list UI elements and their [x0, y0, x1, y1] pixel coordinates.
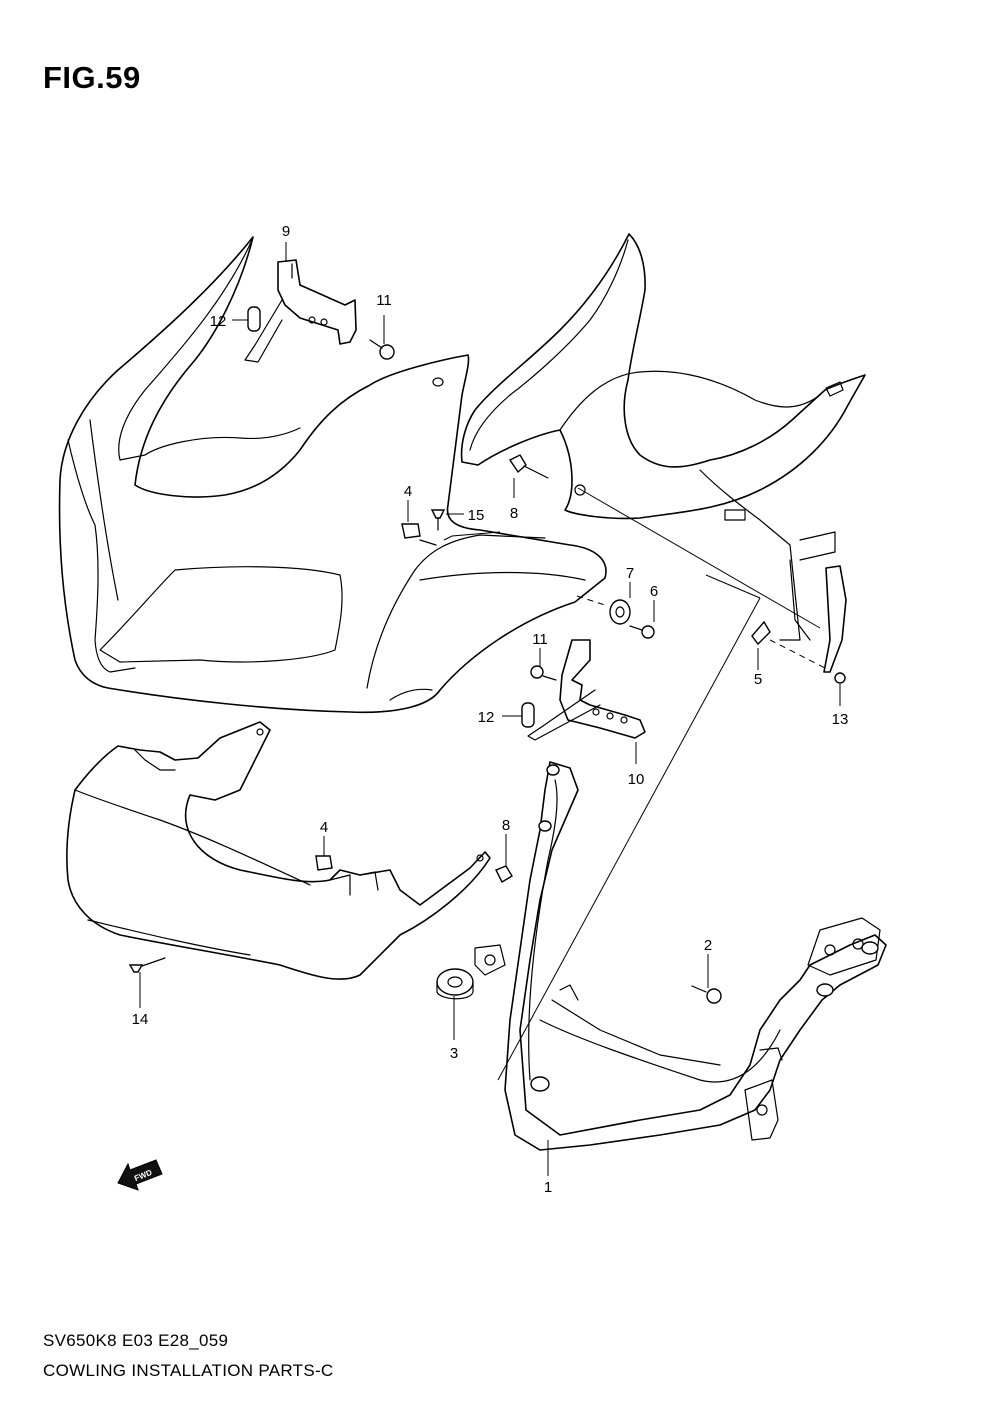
- bolt-2: [691, 985, 722, 1004]
- callout-3: 3: [450, 1045, 458, 1062]
- bolt-11-mid: [530, 665, 557, 681]
- callout-8-top: 8: [510, 505, 518, 522]
- bracket-10: [527, 639, 646, 741]
- grommet-7: [609, 599, 631, 625]
- rivet-8-bottom: [495, 865, 513, 883]
- lower-cowling: [66, 721, 491, 980]
- nut-4-top: [401, 523, 437, 546]
- callout-13: 13: [832, 711, 849, 728]
- upper-cowling: [58, 236, 607, 714]
- callout-10: 10: [628, 771, 645, 788]
- callout-4-top: 4: [404, 483, 412, 500]
- cap-12-mid: [521, 702, 535, 728]
- callout-2: 2: [704, 937, 712, 954]
- model-code: SV650K8 E03 E28_059: [43, 1331, 229, 1350]
- callout-11-mid: 11: [532, 631, 548, 648]
- cowling-brace: [474, 761, 887, 1151]
- grommet-3: [436, 968, 474, 1000]
- callout-8-bottom: 8: [502, 817, 510, 834]
- screw-13: [834, 672, 846, 684]
- callout-9: 9: [282, 223, 290, 240]
- rivet-8-top: [508, 454, 549, 479]
- bolt-11-top: [369, 339, 395, 360]
- inner-cowling: [460, 233, 866, 641]
- clip-5: [751, 620, 771, 646]
- callout-6: 6: [650, 583, 658, 600]
- callout-11-top: 11: [376, 292, 392, 309]
- bracket-9: [244, 259, 357, 363]
- bracket-right-small: [823, 565, 847, 673]
- forward-arrow-icon: FWD: [117, 1159, 163, 1191]
- cap-12-top: [247, 306, 261, 332]
- nut-4-bottom: [315, 855, 333, 871]
- callout-5: 5: [754, 671, 762, 688]
- figure-title: FIG.59: [43, 60, 141, 95]
- callout-1: 1: [544, 1179, 552, 1196]
- callout-7: 7: [626, 565, 634, 582]
- callout-4-bottom: 4: [320, 819, 328, 836]
- bolt-6: [629, 625, 655, 639]
- callout-12-top: 12: [210, 313, 227, 330]
- callout-14: 14: [132, 1011, 149, 1028]
- screw-14: [128, 957, 166, 973]
- callout-15: 15: [468, 507, 485, 524]
- section-name: COWLING INSTALLATION PARTS-C: [43, 1361, 334, 1380]
- callout-12-mid: 12: [478, 709, 495, 726]
- screw-15: [430, 509, 446, 531]
